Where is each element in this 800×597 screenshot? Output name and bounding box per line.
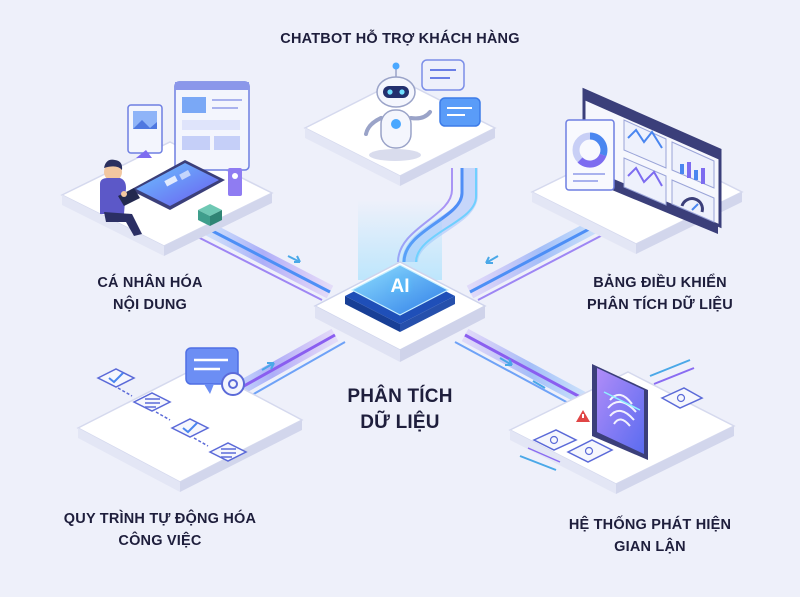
personalization-label-line-1: CÁ NHÂN HÓA bbox=[97, 275, 203, 291]
fraud-node bbox=[508, 359, 736, 494]
payment-cards-icon bbox=[519, 359, 704, 471]
workflow-label-line-1: QUY TRÌNH TỰ ĐỘNG HÓA bbox=[63, 511, 257, 527]
person-with-tablet-icon bbox=[100, 159, 142, 236]
beam-to-personalization bbox=[187, 215, 334, 301]
small-box-icon bbox=[198, 204, 222, 226]
fingerprint-shield-icon bbox=[592, 364, 648, 460]
chatbot-label-line-1: CHATBOT HỖ TRỢ KHÁCH HÀNG bbox=[280, 31, 520, 47]
chat-bubbles-icon bbox=[421, 59, 481, 127]
dashboard-label-line-2: PHÂN TÍCH DỮ LIỆU bbox=[587, 297, 733, 313]
workflow-label-line-2: CÔNG VIỆC bbox=[118, 533, 202, 549]
workflow-node bbox=[76, 347, 304, 492]
fraud-label-line-1: HỆ THỐNG PHÁT HIỆN bbox=[568, 517, 732, 533]
personalization-label-line-2: NỘI DUNG bbox=[112, 297, 188, 313]
personalization-node bbox=[60, 81, 274, 256]
center-title-line-2: DỮ LIỆU bbox=[360, 412, 440, 433]
workflow-label: QUY TRÌNH TỰ ĐỘNG HÓA CÔNG VIỆC bbox=[40, 508, 280, 552]
dashboard-label-line-1: BẢNG ĐIỀU KHIỂN bbox=[593, 275, 727, 291]
chatbot-label: CHATBOT HỖ TRỢ KHÁCH HÀNG bbox=[250, 28, 550, 50]
center-title: PHÂN TÍCH DỮ LIỆU bbox=[320, 384, 480, 436]
tablet-screen-icon bbox=[130, 160, 225, 210]
bookmark-tag-icon bbox=[228, 168, 242, 196]
message-gear-icon bbox=[185, 347, 245, 396]
robot-icon bbox=[364, 62, 432, 161]
personalization-label: CÁ NHÂN HÓA NỘI DUNG bbox=[70, 272, 230, 316]
chatbot-node bbox=[303, 59, 497, 186]
fraud-label: HỆ THỐNG PHÁT HIỆN GIAN LẬN bbox=[540, 514, 760, 558]
beam-to-fraud bbox=[454, 328, 599, 413]
hub-ai-label: AI bbox=[390, 276, 410, 297]
dashboard-label: BẢNG ĐIỀU KHIỂN PHÂN TÍCH DỮ LIỆU bbox=[560, 272, 760, 316]
web-page-icon bbox=[174, 81, 250, 171]
workflow-steps-icon bbox=[96, 368, 248, 462]
warning-icon bbox=[576, 410, 590, 422]
fraud-label-line-2: GIAN LẬN bbox=[614, 539, 686, 555]
center-title-line-1: PHÂN TÍCH bbox=[347, 386, 453, 407]
dashboard-node bbox=[530, 87, 744, 254]
mobile-image-card-icon bbox=[127, 104, 163, 158]
ai-hub bbox=[313, 200, 487, 362]
beam-to-dashboard bbox=[466, 211, 617, 301]
donut-chart-card-icon bbox=[565, 119, 615, 191]
